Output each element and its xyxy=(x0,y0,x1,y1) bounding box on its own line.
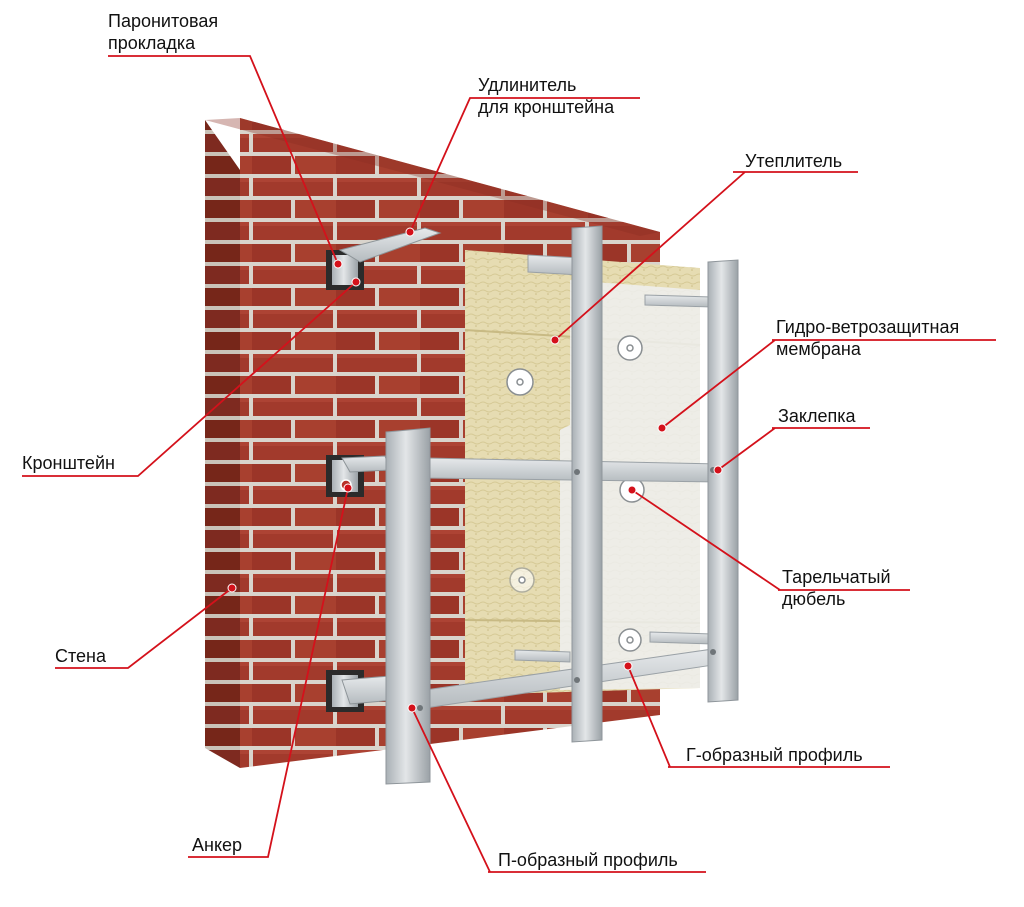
label-dowel-line2: дюбель xyxy=(782,589,846,609)
label-insulation: Утеплитель xyxy=(745,151,843,171)
label-extender: Удлинитель для кронштейна xyxy=(478,74,614,118)
brick-wall-side xyxy=(205,120,240,768)
label-bracket: Кронштейн xyxy=(22,453,115,473)
label-membrane-line2: мембрана xyxy=(776,339,861,359)
label-dowel-line1: Тарельчатый xyxy=(782,567,891,587)
label-p-profile: П-образный профиль xyxy=(498,850,678,870)
label-gasket: Паронитовая прокладка xyxy=(108,10,218,54)
leader-dots xyxy=(227,227,723,713)
label-l-profile: Г-образный профиль xyxy=(686,745,863,765)
label-rivet: Заклепка xyxy=(778,406,856,426)
leader-lines xyxy=(22,55,996,873)
rivet-icon xyxy=(417,467,716,711)
label-membrane: Гидро-ветрозащитная мембрана xyxy=(776,316,959,360)
label-dowel: Тарельчатый дюбель xyxy=(782,566,891,610)
label-extender-line2: для кронштейна xyxy=(478,97,615,117)
label-wall: Стена xyxy=(55,646,107,666)
brick-wall-top xyxy=(205,118,660,236)
p-profile-posts xyxy=(385,225,739,785)
label-gasket-line1: Паронитовая xyxy=(108,11,219,31)
label-membrane-line1: Гидро-ветрозащитная xyxy=(776,317,960,337)
label-gasket-line2: прокладка xyxy=(108,33,196,53)
label-extender-line1: Удлинитель xyxy=(478,75,577,95)
label-anchor: Анкер xyxy=(192,835,243,855)
